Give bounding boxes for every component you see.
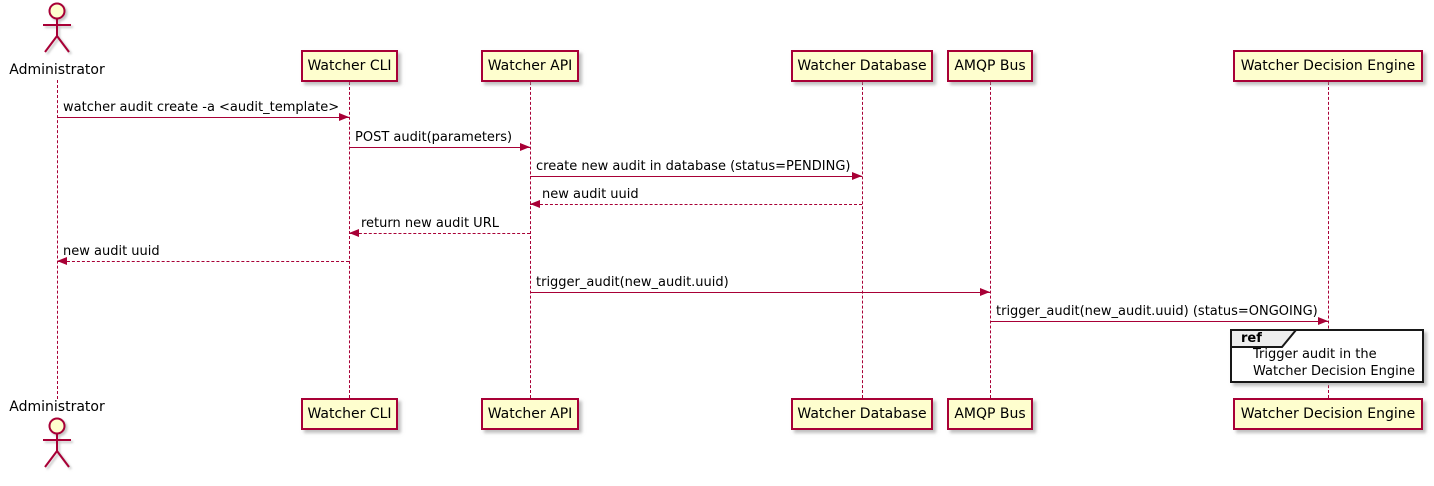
- ref-tag-shape: [1230, 329, 1299, 348]
- message-label: new audit uuid: [542, 187, 639, 202]
- participant-label: AMQP Bus: [954, 406, 1026, 422]
- participant-label: Watcher CLI: [307, 58, 392, 74]
- message-label: new audit uuid: [63, 244, 160, 259]
- participant-watcher-database-top: Watcher Database: [791, 50, 933, 82]
- participant-label: Watcher Decision Engine: [1240, 58, 1416, 74]
- actor-icon: [43, 417, 71, 468]
- message-line: [530, 292, 990, 293]
- ref-text-line1: Trigger audit in the: [1253, 347, 1377, 362]
- participant-watcher-cli-bottom: Watcher CLI: [301, 398, 398, 430]
- participant-label: Watcher CLI: [307, 406, 392, 422]
- lifeline-watcher-decision-engine: [1328, 82, 1329, 398]
- participant-watcher-database-bottom: Watcher Database: [791, 398, 933, 430]
- lifeline-amqp-bus: [990, 82, 991, 398]
- message-label: create new audit in database (status=PEN…: [536, 159, 851, 174]
- participant-amqp-bus-top: AMQP Bus: [947, 50, 1033, 82]
- message-label: POST audit(parameters): [355, 130, 513, 145]
- arrowhead-icon: [980, 288, 990, 296]
- message-label: watcher audit create -a <audit_template>: [63, 100, 340, 115]
- message-line: [530, 204, 862, 205]
- participant-label: Watcher API: [487, 406, 573, 422]
- lifeline-watcher-cli: [349, 82, 350, 398]
- message-line: [530, 176, 862, 177]
- actor-icon: [43, 2, 71, 53]
- lifeline-administrator: [57, 80, 58, 399]
- message-line: [349, 147, 530, 148]
- arrowhead-icon: [530, 200, 540, 208]
- participant-watcher-api-bottom: Watcher API: [481, 398, 579, 430]
- arrowhead-icon: [339, 113, 349, 121]
- message-line: [57, 117, 349, 118]
- participant-watcher-cli-top: Watcher CLI: [301, 50, 398, 82]
- participant-label: AMQP Bus: [954, 58, 1026, 74]
- message-line: [990, 321, 1328, 322]
- actor-label: Administrator: [9, 62, 105, 78]
- participant-watcher-decision-engine-bottom: Watcher Decision Engine: [1233, 398, 1423, 430]
- actor-label: Administrator: [9, 399, 105, 415]
- arrowhead-icon: [1318, 317, 1328, 325]
- participant-label: Watcher Database: [797, 406, 927, 422]
- participant-label: Watcher Decision Engine: [1240, 406, 1416, 422]
- participant-label: Watcher API: [487, 58, 573, 74]
- ref-text-line2: Watcher Decision Engine: [1253, 364, 1415, 379]
- arrowhead-icon: [349, 229, 359, 237]
- message-line: [349, 233, 530, 234]
- message-label: return new audit URL: [361, 216, 499, 231]
- message-label: trigger_audit(new_audit.uuid): [536, 275, 729, 290]
- arrowhead-icon: [520, 143, 530, 151]
- arrowhead-icon: [57, 257, 67, 265]
- arrowhead-icon: [852, 172, 862, 180]
- participant-watcher-decision-engine-top: Watcher Decision Engine: [1233, 50, 1423, 82]
- participant-amqp-bus-bottom: AMQP Bus: [947, 398, 1033, 430]
- ref-tag-label: ref: [1241, 331, 1262, 346]
- message-line: [57, 261, 349, 262]
- lifeline-watcher-database: [862, 82, 863, 398]
- participant-watcher-api-top: Watcher API: [481, 50, 579, 82]
- participant-label: Watcher Database: [797, 58, 927, 74]
- message-label: trigger_audit(new_audit.uuid) (status=ON…: [996, 304, 1318, 319]
- ref-fragment: ref Trigger audit in the Watcher Decisio…: [1230, 329, 1424, 383]
- lifeline-watcher-api: [530, 82, 531, 398]
